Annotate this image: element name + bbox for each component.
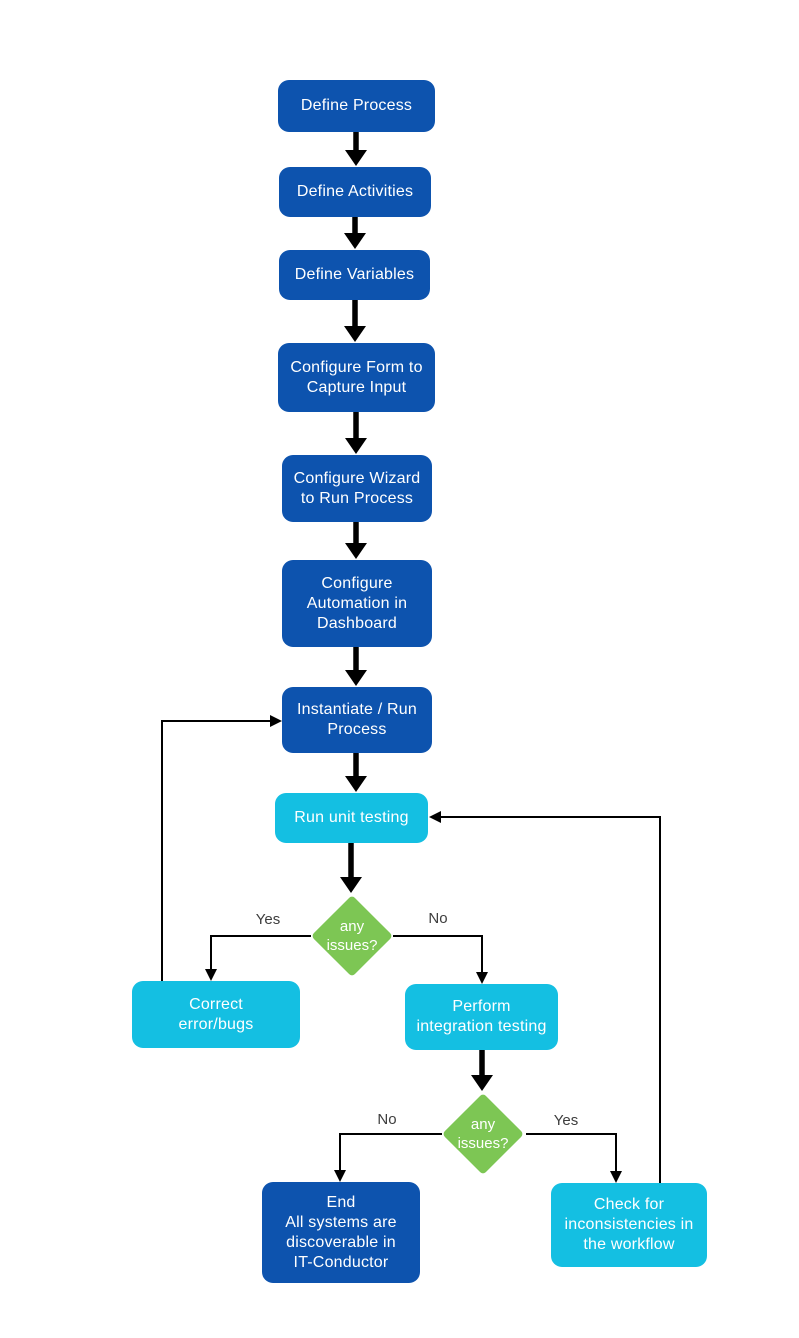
branch-arrowheads — [205, 715, 622, 1183]
decision-label: any issues? — [326, 918, 378, 954]
decision-any-issues-2: any issues? — [441, 1092, 525, 1176]
edge-check-to-run-unit-loop — [441, 816, 661, 1183]
node-configure-wizard: Configure Wizard to Run Process — [282, 455, 432, 522]
arrowhead — [345, 438, 367, 454]
arrowhead — [345, 543, 367, 559]
node-perform-integration-testing: Perform integration testing — [405, 984, 558, 1050]
arrowhead — [471, 1075, 493, 1091]
node-define-activities: Define Activities — [279, 167, 431, 217]
node-label: Configure Wizard to Run Process — [293, 469, 421, 507]
node-check-inconsistencies: Check for inconsistencies in the workflo… — [551, 1183, 707, 1267]
decision-any-issues-1: any issues? — [310, 894, 394, 978]
node-label: Run unit testing — [294, 809, 409, 826]
arrowhead — [345, 776, 367, 792]
node-label: Define Variables — [294, 266, 415, 283]
arrowhead — [344, 326, 366, 342]
node-label: Instantiate / Run Process — [297, 701, 417, 738]
node-run-unit-testing: Run unit testing — [275, 793, 428, 843]
arrowhead-into-check-inconsistencies — [610, 1171, 622, 1183]
arrowhead — [345, 670, 367, 686]
edge-label-decision2-no: No — [377, 1111, 397, 1128]
edge-decision2-no-line — [339, 1133, 442, 1170]
edge-decision1-no-line — [393, 935, 483, 972]
node-label: End All systems are discoverable in IT-C… — [285, 1193, 397, 1271]
node-label: Configure Form to Capture Input — [290, 358, 423, 396]
node-end: End All systems are discoverable in IT-C… — [262, 1182, 420, 1283]
node-label: Check for inconsistencies in the workflo… — [564, 1196, 694, 1253]
arrowhead-into-run-unit-testing — [429, 811, 441, 823]
node-define-process: Define Process — [278, 80, 435, 132]
decision-label: any issues? — [457, 1116, 509, 1152]
node-define-variables: Define Variables — [279, 250, 430, 300]
node-configure-automation: Configure Automation in Dashboard — [282, 560, 432, 647]
edge-label-decision2-yes: Yes — [553, 1112, 579, 1129]
edge-decision2-yes-line — [526, 1133, 617, 1171]
arrowhead-into-instantiate — [270, 715, 282, 727]
node-instantiate-run-process: Instantiate / Run Process — [282, 687, 432, 753]
branch-connectors — [161, 720, 661, 1183]
node-label: Perform integration testing — [416, 998, 547, 1035]
node-label: Define Activities — [296, 183, 414, 200]
main-chain-arrows — [340, 132, 493, 1091]
node-label: Define Process — [300, 97, 413, 114]
edge-correct-to-instantiate-loop — [161, 720, 270, 981]
node-correct-error-bugs: Correct error/bugs — [132, 981, 300, 1048]
arrowhead-into-correct-error-bugs — [205, 969, 217, 981]
edge-decision1-yes-line — [210, 935, 311, 969]
arrowhead-into-end — [334, 1170, 346, 1182]
arrowhead — [345, 150, 367, 166]
arrowhead-into-perform-integration — [476, 972, 488, 984]
edge-label-decision1-no: No — [428, 910, 448, 927]
arrowhead — [344, 233, 366, 249]
edge-label-decision1-yes: Yes — [255, 911, 281, 928]
arrowhead — [340, 877, 362, 893]
node-label: Configure Automation in Dashboard — [306, 574, 408, 632]
node-label: Correct error/bugs — [178, 995, 254, 1033]
node-configure-form: Configure Form to Capture Input — [278, 343, 435, 412]
